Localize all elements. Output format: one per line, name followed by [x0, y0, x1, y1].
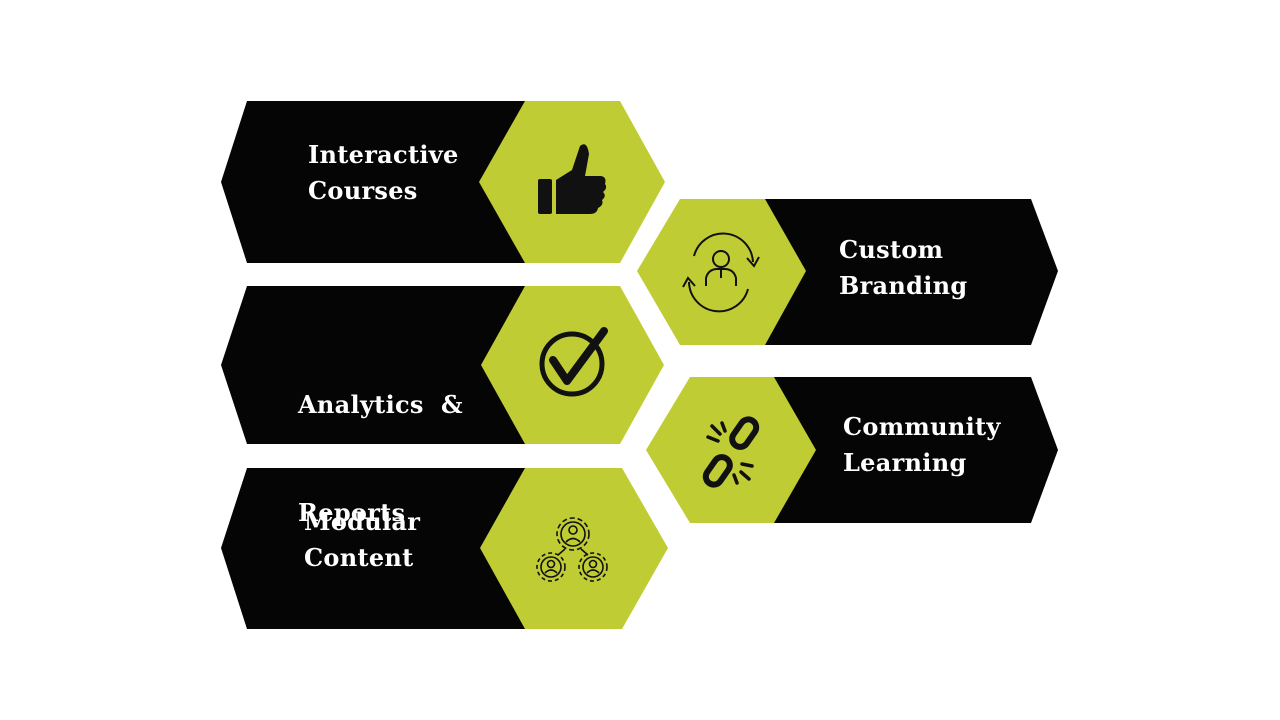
black-arrow-block	[720, 199, 1058, 345]
black-arrow-block	[221, 101, 525, 263]
label-community-learning: Community Learning	[843, 409, 1001, 481]
label-line: Community	[843, 412, 1001, 441]
feature-interactive-courses	[221, 101, 665, 263]
black-arrow-block	[730, 377, 1058, 523]
label-modular-content: Modular Content	[304, 504, 420, 576]
label-custom-branding: Custom Branding	[839, 232, 967, 304]
checkmark-circle-icon	[539, 327, 608, 397]
label-line: Interactive	[308, 140, 459, 169]
label-line: Content	[304, 543, 414, 572]
label-line: Modular	[304, 507, 421, 536]
thumbs-up-icon	[538, 144, 607, 214]
label-line: Courses	[308, 176, 418, 205]
gears-people-icon	[536, 517, 608, 582]
label-line: Custom	[839, 235, 944, 264]
label-analytics-reports: Analytics & Reports	[298, 315, 463, 603]
label-line: Learning	[843, 448, 967, 477]
user-cycle-icon	[682, 232, 760, 313]
green-hexagon	[480, 468, 668, 629]
feature-modular-content	[221, 468, 668, 629]
green-hexagon	[481, 286, 664, 444]
broken-chain-icon	[702, 416, 760, 488]
black-arrow-block	[221, 468, 525, 629]
label-line: Analytics &	[298, 390, 463, 419]
black-arrow-block	[221, 286, 525, 444]
feature-analytics-reports	[221, 286, 664, 444]
feature-custom-branding	[637, 199, 1058, 345]
label-line: Branding	[839, 271, 968, 300]
green-hexagon	[646, 377, 816, 523]
label-line: Reports	[298, 498, 406, 527]
feature-community-learning	[646, 377, 1058, 523]
label-interactive-courses: Interactive Courses	[308, 137, 459, 209]
